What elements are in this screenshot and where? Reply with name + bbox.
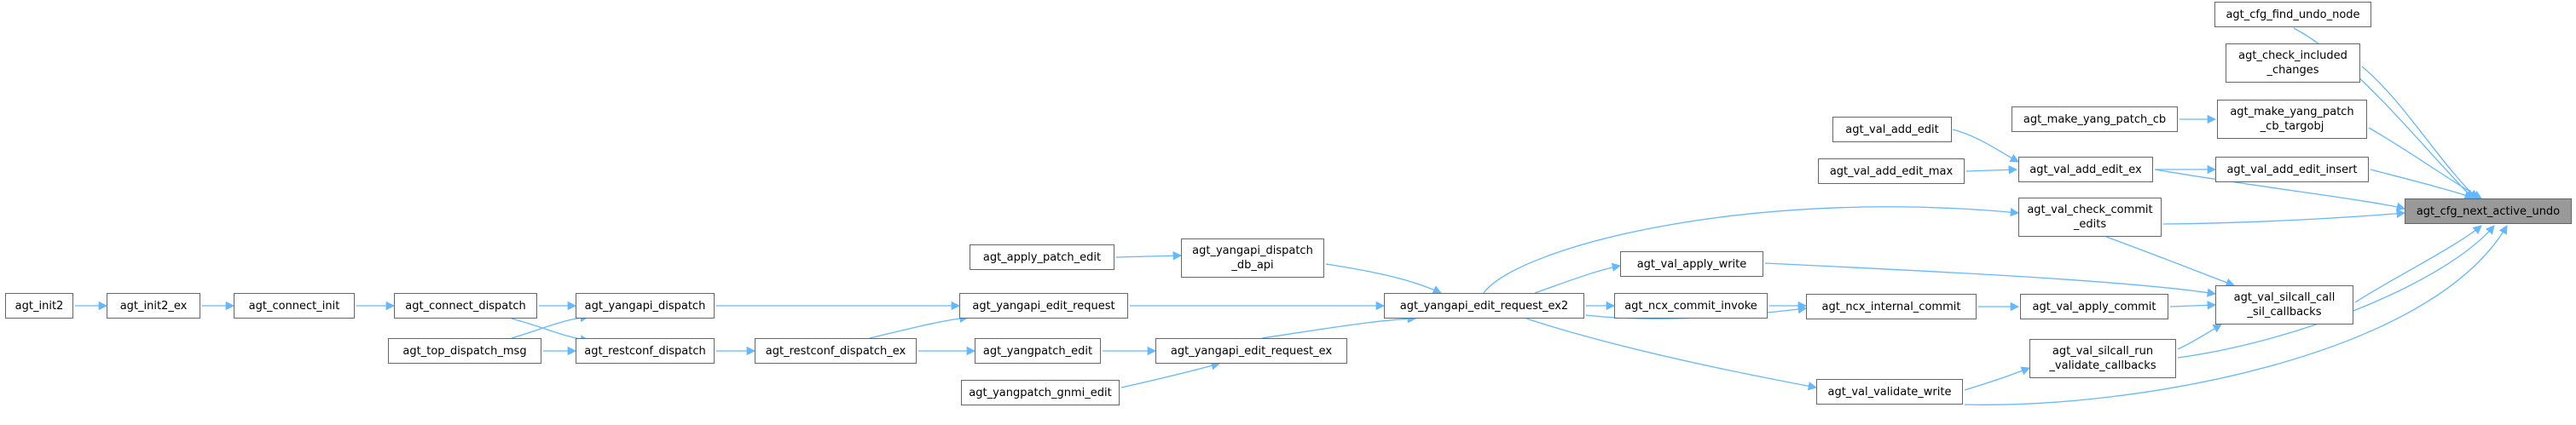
node-agt-val-add-edit[interactable]: agt_val_add_edit [1832,117,1952,142]
node-agt-make-yang-patch-cb-targobj[interactable]: agt_make_yang_patch _cb_targobj [2217,100,2367,139]
node-agt-check-included-changes[interactable]: agt_check_included _changes [2226,43,2360,83]
edge-silcall-run-root [2177,225,2495,359]
node-agt-val-apply-commit[interactable]: agt_val_apply_commit [2020,294,2168,319]
edge-add-edit-max-ex [1965,165,2018,175]
edge-edit-request-ex-ex2 [1261,314,1417,339]
edge-ex2-check-commit [1483,206,2020,294]
edge-apply-write-silcall [1764,262,2217,297]
edge-check-commit-silcall [2105,236,2235,287]
node-agt-ncx-internal-commit[interactable]: agt_ncx_internal_commit [1806,294,1977,319]
node-agt-val-add-edit-ex[interactable]: agt_val_add_edit_ex [2018,157,2153,182]
node-agt-val-silcall-call-sil-callbacks[interactable]: agt_val_silcall_call _sil_callbacks [2215,285,2353,324]
node-agt-yangapi-edit-request-ex2[interactable]: agt_yangapi_edit_request_ex2 [1384,293,1584,319]
edge-ex2-apply-write [1534,262,1622,294]
edge-check-included [2361,66,2478,199]
edge-add-edit-ex-root [2154,169,2406,211]
edge-ex2-validate-write [1525,318,1818,391]
node-agt-val-check-commit-edits[interactable]: agt_val_check_commit _edits [2018,198,2162,237]
edge-find-undo [2293,27,2474,199]
node-agt-apply-patch-edit[interactable]: agt_apply_patch_edit [970,244,1114,270]
edge-silcall-root [2354,225,2482,303]
edge-top-yangapi [511,313,590,339]
edge-silcall-run-silcall [2177,324,2222,350]
node-agt-yangapi-edit-request-ex[interactable]: agt_yangapi_edit_request_ex [1155,338,1347,364]
node-agt-init2[interactable]: agt_init2 [5,293,73,319]
node-agt-val-add-edit-max[interactable]: agt_val_add_edit_max [1818,158,1965,184]
node-agt-make-yang-patch-cb[interactable]: agt_make_yang_patch_cb [2012,106,2178,132]
node-agt-yangpatch-edit[interactable]: agt_yangpatch_edit [975,338,1101,364]
node-agt-yangpatch-gnmi-edit[interactable]: agt_yangpatch_gnmi_edit [961,380,1120,405]
edge-validate-write-run [1964,366,2030,391]
node-agt-connect-init[interactable]: agt_connect_init [234,293,355,319]
edge-add-edit-insert [2370,169,2474,199]
node-agt-top-dispatch-msg[interactable]: agt_top_dispatch_msg [388,338,541,364]
edge-db-api-ex2 [1325,263,1442,294]
node-agt-cfg-next-active-undo[interactable]: agt_cfg_next_active_undo [2405,198,2572,224]
node-agt-restconf-dispatch[interactable]: agt_restconf_dispatch [576,338,715,364]
node-agt-init2-ex[interactable]: agt_init2_ex [107,293,200,319]
node-agt-connect-dispatch[interactable]: agt_connect_dispatch [394,293,537,319]
node-agt-yangapi-edit-request[interactable]: agt_yangapi_edit_request [959,293,1128,319]
node-agt-val-apply-write[interactable]: agt_val_apply_write [1620,251,1763,277]
edge-apply-commit-silcall [2169,301,2217,310]
node-agt-yangapi-dispatch[interactable]: agt_yangapi_dispatch [576,293,715,319]
node-agt-val-validate-write[interactable]: agt_val_validate_write [1816,379,1963,405]
node-agt-val-add-edit-insert[interactable]: agt_val_add_edit_insert [2215,157,2369,182]
edge-gnmi-edit-ex [1120,361,1221,388]
node-agt-yangapi-dispatch-db-api[interactable]: agt_yangapi_dispatch _db_api [1181,238,1324,278]
edge-make-patch-targobj [2368,127,2482,199]
node-agt-val-silcall-run-validate-callbacks[interactable]: agt_val_silcall_run _validate_callbacks [2029,339,2176,378]
edge-validate-write-root [1964,225,2508,405]
node-agt-cfg-find-undo-node[interactable]: agt_cfg_find_undo_node [2214,2,2371,27]
edge-check-commit-root [2162,209,2406,225]
edge-add-edit-ex [1952,129,2019,163]
edge-restconf-ex-edit-request [869,313,970,339]
node-agt-restconf-dispatch-ex[interactable]: agt_restconf_dispatch_ex [755,338,917,364]
edge-apply-patch-db-api [1115,251,1183,261]
node-agt-ncx-commit-invoke[interactable]: agt_ncx_commit_invoke [1614,293,1768,319]
